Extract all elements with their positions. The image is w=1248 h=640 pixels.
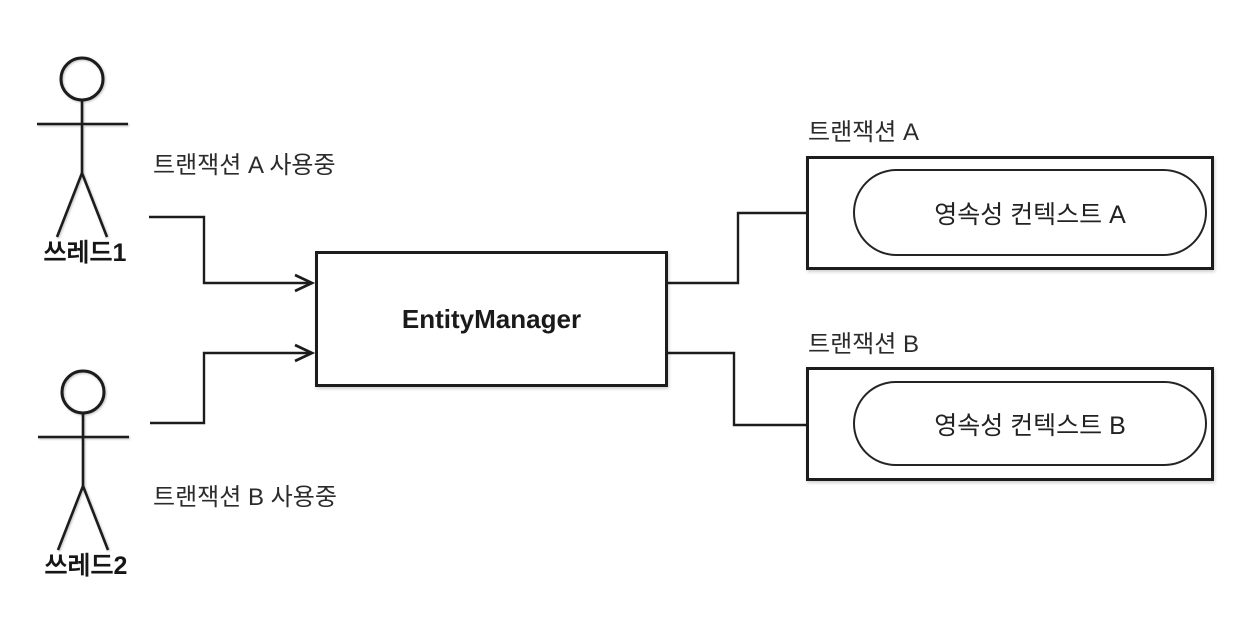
arrow-thread2-to-entitymanager: [150, 343, 316, 425]
persistence-context-a-pill: 영속성 컨텍스트 A: [853, 169, 1207, 256]
arrow-thread1-to-entitymanager: [149, 215, 316, 293]
arrowhead-icon: [294, 343, 316, 363]
actor-thread2-icon: [38, 369, 129, 551]
entity-manager-label: EntityManager: [401, 303, 582, 334]
actor-thread2-name: 쓰레드2: [44, 552, 128, 580]
actor-thread1-name: 쓰레드1: [43, 239, 127, 267]
persistence-context-b-label: 영속성 컨텍스트 B: [934, 411, 1126, 440]
persistence-context-a-label: 영속성 컨텍스트 A: [934, 200, 1126, 229]
persistence-context-b-pill: 영속성 컨텍스트 B: [853, 381, 1207, 466]
actor-thread1-icon: [37, 56, 128, 238]
thread2-status-text: 트랜잭션 B 사용중: [153, 484, 337, 511]
transaction-a-title: 트랜잭션 A: [808, 119, 919, 146]
entity-manager-box: EntityManager: [315, 251, 668, 387]
arrowhead-icon: [294, 273, 316, 293]
thread1-status-text: 트랜잭션 A 사용중: [153, 152, 336, 179]
transaction-b-title: 트랜잭션 B: [808, 331, 919, 358]
